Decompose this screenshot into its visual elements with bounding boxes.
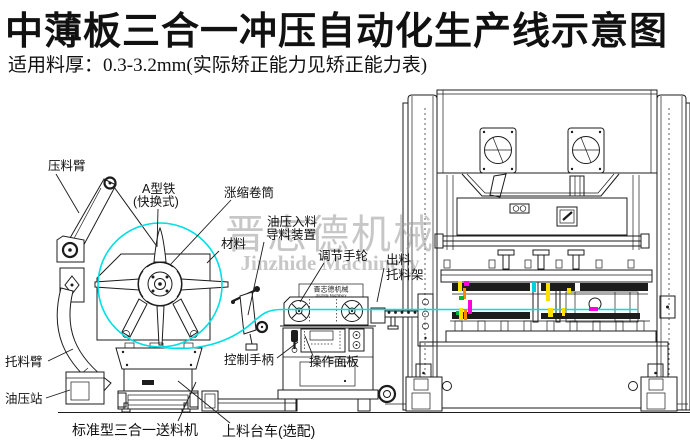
feeder-base [115, 342, 203, 392]
press-bed [419, 341, 669, 409]
press-conrod-left [489, 173, 507, 198]
loading-cart [117, 390, 199, 413]
control-handle[interactable] [291, 330, 298, 353]
selector-switch[interactable] [556, 206, 578, 227]
column-panel-left [417, 293, 434, 347]
press-slide [456, 197, 628, 236]
label-inlet-guide-1: 油压入料 [267, 215, 318, 229]
lower-die [452, 312, 640, 319]
decoiler-mandrel [94, 226, 229, 346]
label-feeder-caption: 标准型三合一送料机 [72, 422, 198, 438]
press-conrod-right [569, 175, 585, 197]
die-color-marks [456, 281, 598, 320]
column-panel-right [659, 295, 676, 319]
callout-labels: 压料臂 A型铁 (快换式) 涨缩卷筒 材料 油压入料 导料装置 调节手轮 出料 … [5, 159, 424, 439]
brand-plate-cn: 晋志德机械 [314, 285, 349, 294]
label-inlet-guide-2: 导料装置 [266, 228, 316, 242]
label-a-iron-1: A型铁 [142, 182, 176, 196]
page-title: 中薄板三合一冲压自动化生产线示意图 [5, 11, 669, 53]
a-iron-blade-top [153, 226, 167, 263]
die-clamps [497, 249, 585, 270]
label-expanding-drum: 涨缩卷筒 [224, 185, 274, 200]
label-control-handle: 控制手柄 [224, 353, 274, 367]
press-flange-right [567, 127, 605, 174]
press-legs [385, 376, 688, 412]
press-crown [436, 89, 658, 174]
material-path [97, 222, 638, 350]
pressure-arm [56, 176, 162, 263]
operation-panel[interactable] [300, 328, 346, 353]
base-rail [217, 398, 297, 412]
label-outfeed-1: 出料 [386, 253, 412, 267]
side-buttons[interactable] [348, 328, 365, 352]
brand-plate: 晋志德机械 Jinzhide Machinery [298, 283, 364, 298]
label-outfeed-2: 托料架 [386, 268, 424, 282]
outfeed-conveyor [370, 307, 419, 330]
inlet-guide [231, 286, 269, 351]
label-material: 材料 [221, 237, 247, 251]
die-riser-feet [450, 320, 650, 333]
press-bowl [461, 173, 620, 197]
blower [377, 384, 397, 404]
feeder-head [277, 296, 397, 412]
feed-roller-right [341, 300, 363, 322]
feed-roller-left [288, 300, 310, 322]
label-press-arm: 压料臂 [48, 159, 86, 173]
brand-plate-en: Jinzhide Machinery [316, 294, 347, 298]
label-a-iron-2: (快换式) [133, 195, 179, 209]
page-subtitle: 适用料厚：0.3-3.2mm(实际矫正能力见矫正能力表) [8, 55, 428, 76]
material-strip-line [159, 308, 638, 350]
label-hydraulic-station: 油压站 [5, 392, 43, 406]
press-machine [385, 89, 690, 412]
press-right-column [656, 94, 687, 411]
bolster [445, 330, 657, 343]
watermark-en: Jinzhide Machinery [240, 251, 420, 275]
press-right-guard [685, 102, 690, 411]
label-operation-panel: 操作面板 [309, 354, 360, 369]
label-adjust-handwheel: 调节手轮 [318, 249, 368, 263]
leader-lines [45, 173, 385, 424]
label-support-arm: 托料臂 [5, 355, 43, 369]
hydraulic-station [65, 371, 105, 405]
die-bolts [443, 259, 635, 269]
label-loading-cart: 上料台车(选配) [222, 423, 315, 439]
watermark-cn: 晋志德机械 [225, 212, 435, 257]
feeder-machine: 晋志德机械 Jinzhide Machinery [56, 176, 690, 413]
indicator-lamps [509, 203, 530, 214]
press-flange-left [479, 127, 517, 174]
upper-die-plate [440, 269, 653, 283]
